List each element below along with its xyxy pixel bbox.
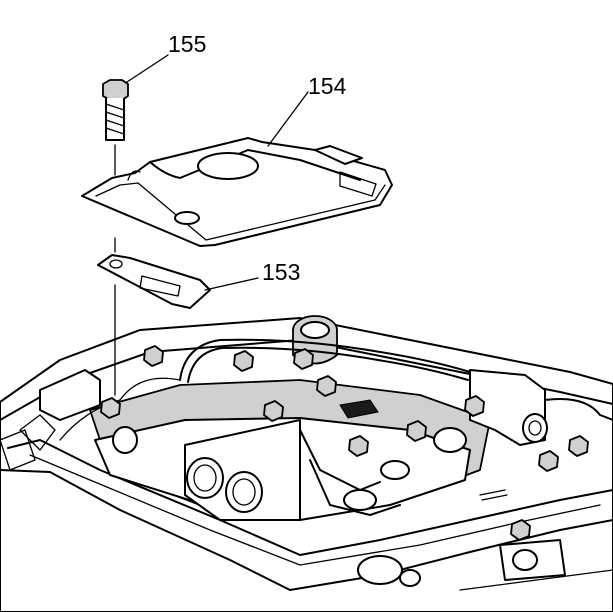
leader-line-filter xyxy=(267,91,309,147)
filter-bolt xyxy=(102,79,129,141)
callout-155: 155 xyxy=(168,31,206,57)
leader-line-bolt xyxy=(126,54,169,83)
callout-153: 153 xyxy=(262,259,300,285)
valve-body-bolts xyxy=(100,345,589,541)
leader-line-seal xyxy=(204,277,259,291)
filter-seal xyxy=(97,254,211,309)
valve-body-assembly xyxy=(0,315,613,612)
transmission-filter xyxy=(81,137,393,247)
callout-154: 154 xyxy=(308,73,347,99)
